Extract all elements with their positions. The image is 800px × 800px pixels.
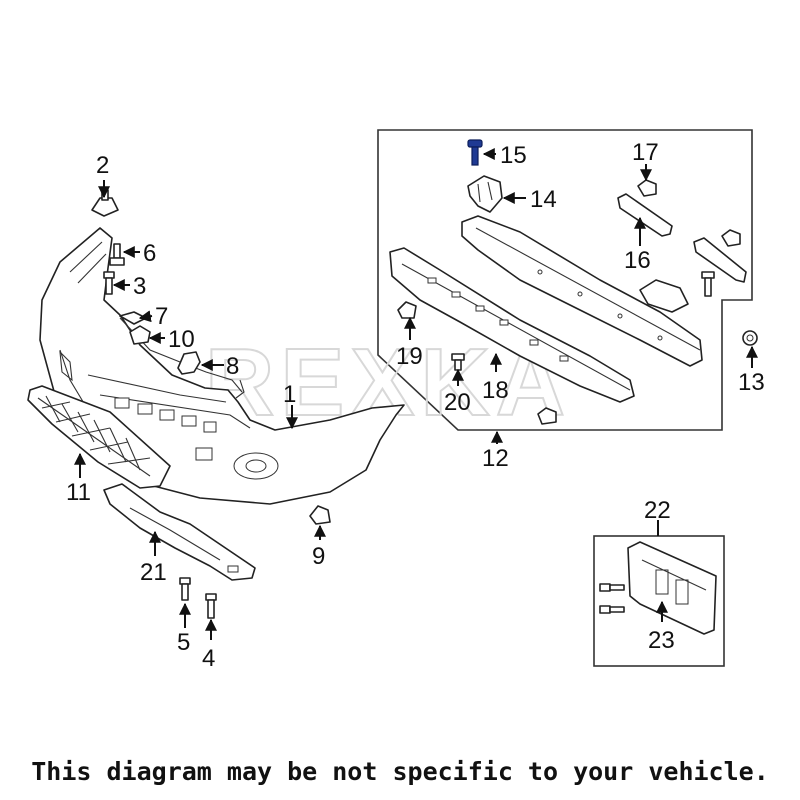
callout-11: 11 [66, 479, 91, 506]
bracket-16 [617, 193, 747, 283]
screw-23-b [599, 605, 625, 614]
screw-4 [205, 593, 217, 619]
callout-10: 10 [168, 326, 195, 353]
callout-2: 2 [96, 152, 109, 179]
screw-23-a [599, 583, 625, 592]
nut-10 [129, 325, 151, 345]
callout-8: 8 [226, 353, 239, 380]
leader-7 [138, 310, 153, 323]
bracket-14 [467, 175, 503, 213]
callout-12: 12 [482, 445, 509, 472]
callout-6: 6 [143, 240, 156, 267]
splash-shield [103, 483, 256, 581]
reinforcement-group-box [377, 129, 753, 431]
clip-lower [537, 407, 557, 425]
callout-13: 13 [738, 369, 765, 396]
callout-16: 16 [624, 247, 651, 274]
bracket-8 [177, 351, 201, 375]
screw-6 [109, 243, 125, 266]
disclaimer-text: This diagram may be not specific to your… [31, 757, 769, 786]
clip-19 [397, 301, 417, 319]
bolt-right [701, 271, 715, 297]
screw-3 [103, 271, 115, 295]
callout-1: 1 [283, 381, 296, 408]
mount-bracket [639, 279, 689, 313]
callout-15: 15 [500, 142, 527, 169]
callout-14: 14 [530, 186, 557, 213]
callout-7: 7 [155, 303, 168, 330]
callout-5: 5 [177, 629, 190, 656]
license-plate-bracket [627, 541, 717, 635]
callout-4: 4 [202, 645, 215, 672]
callout-22: 22 [644, 497, 671, 524]
callout-17: 17 [632, 139, 659, 166]
impact-bar [461, 215, 703, 367]
nut-13 [742, 330, 758, 346]
reinforcement-18 [389, 247, 635, 403]
callout-18: 18 [482, 377, 509, 404]
callout-20: 20 [444, 389, 471, 416]
callout-9: 9 [312, 543, 325, 570]
callout-21: 21 [140, 559, 167, 586]
callout-23: 23 [648, 627, 675, 654]
callout-19: 19 [396, 343, 423, 370]
bolt-15 [467, 139, 483, 166]
lower-grille [27, 385, 171, 489]
clip-9 [309, 505, 331, 525]
callout-3: 3 [133, 273, 146, 300]
screw-5 [179, 577, 191, 601]
